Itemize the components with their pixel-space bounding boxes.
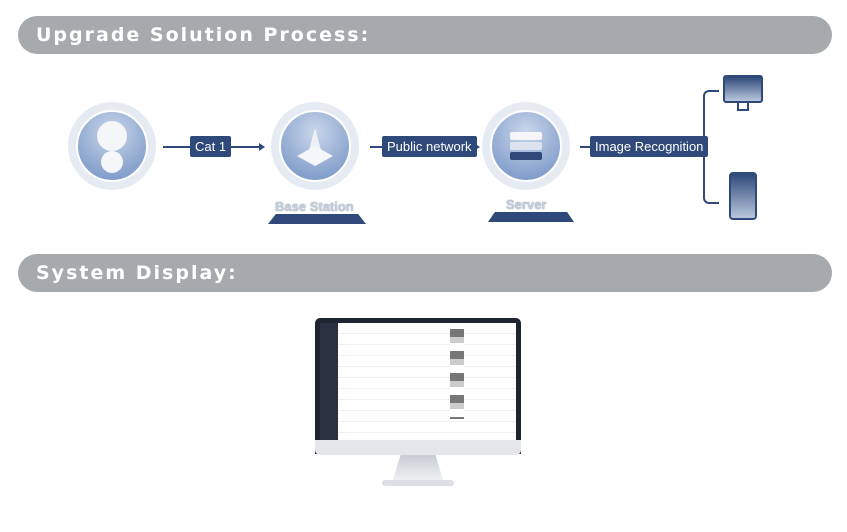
monitor-screen xyxy=(315,318,521,454)
platform xyxy=(268,214,366,224)
base-station-label: Base Station xyxy=(275,199,354,214)
server-node xyxy=(482,102,570,190)
monitor-stand xyxy=(393,455,443,480)
platform xyxy=(488,212,574,222)
bracket xyxy=(703,90,719,204)
app-table xyxy=(338,323,516,449)
sensor-device-icon xyxy=(97,121,127,173)
section-header-process: Upgrade Solution Process: xyxy=(18,16,832,54)
link-label-public-network: Public network xyxy=(382,136,477,157)
base-station-node xyxy=(271,102,359,190)
device-node xyxy=(68,102,156,190)
monitor-stand xyxy=(737,103,749,111)
link-label-cat1: Cat 1 xyxy=(190,136,232,157)
server-label: Server xyxy=(506,197,547,212)
link-label-image-recognition: Image Recognition xyxy=(590,136,709,157)
monitor-base xyxy=(382,480,454,486)
phone-icon xyxy=(729,172,757,220)
image-thumbnails xyxy=(450,329,464,419)
section-header-display: System Display: xyxy=(18,254,832,292)
server-icon xyxy=(510,132,542,160)
arrow-icon xyxy=(259,143,265,151)
tower-icon xyxy=(297,128,333,166)
monitor-chin xyxy=(315,440,521,455)
monitor-icon xyxy=(723,75,763,103)
arrow-icon xyxy=(474,143,480,151)
app-sidebar xyxy=(320,323,338,449)
